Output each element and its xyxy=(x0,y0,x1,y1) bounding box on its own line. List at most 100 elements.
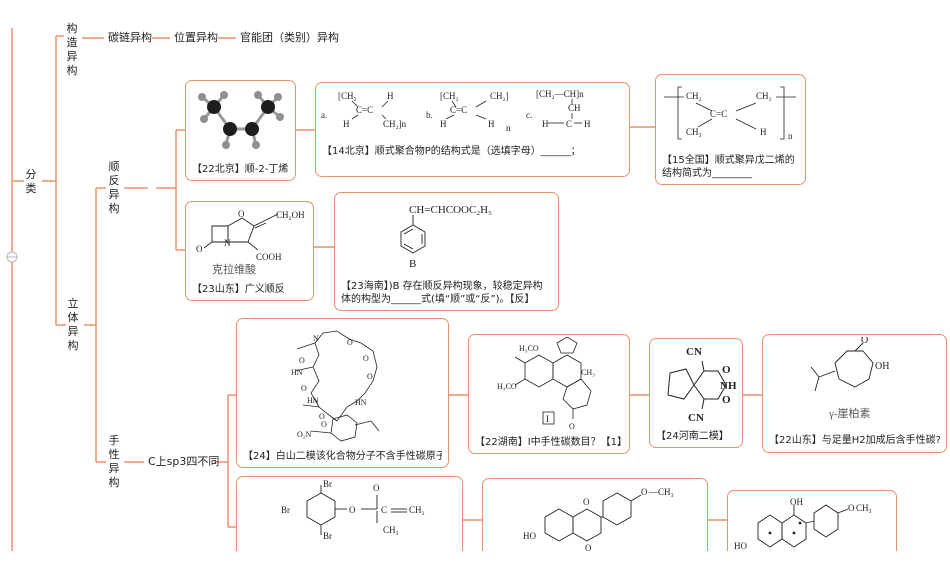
svg-text:O: O xyxy=(367,372,373,381)
card-spiro-dicyano[interactable]: CN CN O O NH 【24河南二模】 xyxy=(649,338,743,448)
svg-text:H: H xyxy=(584,119,591,129)
node-position-isomerism[interactable]: 位置异构 xyxy=(174,31,218,44)
svg-text:CH₂: CH₂ xyxy=(756,91,772,101)
thujaplicin-structure: O OH xyxy=(810,337,889,392)
svg-text:HN: HN xyxy=(291,368,303,377)
svg-text:n: n xyxy=(506,123,511,133)
svg-text:O: O xyxy=(722,394,731,406)
svg-text:O₂N: O₂N xyxy=(297,430,312,439)
node-constitutional-isomerism[interactable]: 构造异构 xyxy=(66,22,78,77)
svg-text:O: O xyxy=(585,543,592,551)
card-cis-polyisoprene[interactable]: CH₂ CH₂ C=C CH₃ H n 【15全国】顺式聚异戊二烯的结构简式为_… xyxy=(655,74,806,185)
svg-text:H: H xyxy=(440,119,447,129)
svg-text:O: O xyxy=(363,354,369,363)
svg-text:H: H xyxy=(542,119,549,129)
svg-text:H: H xyxy=(343,119,350,129)
svg-text:CH: CH xyxy=(568,103,581,113)
node-chiral-isomerism[interactable]: 手性异构 xyxy=(108,434,120,489)
svg-text:H: H xyxy=(760,127,767,137)
svg-text:HO: HO xyxy=(734,541,747,551)
svg-text:O: O xyxy=(641,487,648,497)
benzene-ring xyxy=(400,215,426,254)
svg-text:CH₃: CH₃ xyxy=(383,525,399,535)
svg-text:O: O xyxy=(722,364,731,376)
compound-tag-b: B xyxy=(409,258,417,270)
card-caption: 【23海南】)B 存在顺反异构现象，较稳定异构体的构型为______式(填“顺”… xyxy=(341,281,543,305)
node-cis-trans-isomerism[interactable]: 顺反异构 xyxy=(108,160,120,215)
svg-text:N: N xyxy=(224,238,231,248)
svg-text:O: O xyxy=(583,497,590,507)
svg-text:[CH₂—CH]n: [CH₂—CH]n xyxy=(536,89,584,99)
svg-text:O: O xyxy=(373,483,380,493)
svg-text:C: C xyxy=(566,119,572,129)
cis-2-butene-model xyxy=(198,91,284,149)
card-caption: 【15全国】顺式聚异戊二烯的结构简式为________ xyxy=(662,155,795,179)
svg-text:HN: HN xyxy=(307,396,319,405)
molecule-name-thujaplicin: γ-崖柏素 xyxy=(829,408,871,420)
svg-text:NH: NH xyxy=(720,380,737,392)
svg-text:Br: Br xyxy=(281,505,290,515)
svg-text:HO: HO xyxy=(523,531,536,541)
svg-text:H: H xyxy=(387,91,394,101)
svg-text:[CH₂: [CH₂ xyxy=(440,91,459,101)
svg-text:CN: CN xyxy=(688,412,704,424)
svg-text:CN: CN xyxy=(686,346,702,358)
svg-text:[CH₂: [CH₂ xyxy=(338,91,357,101)
card-caption: 【24河南二模】 xyxy=(656,431,729,442)
svg-text:O: O xyxy=(861,337,868,346)
node-chiral-rule[interactable]: C上sp3四不同 xyxy=(148,455,220,468)
svg-text:O: O xyxy=(238,209,245,219)
card-caption: 【22北京】顺-2-丁烯 xyxy=(192,164,289,175)
svg-text:N: N xyxy=(313,334,319,343)
option-b-label: b. xyxy=(426,110,433,120)
svg-text:O: O xyxy=(299,356,305,365)
card-thujaplicin[interactable]: O OH γ-崖柏素 【22山东】与足量H2加成后含手性碳? xyxy=(762,334,947,453)
card-hainan-cinnamate[interactable]: CH=CHCOOC₂H₅ B 【23海南】)B 存在顺反异构现象，较稳定异构体的… xyxy=(334,192,559,311)
svg-text:CH₂OH: CH₂OH xyxy=(276,210,305,220)
card-cis-polymer-p[interactable]: a. b. c. [CH₂ H C=C H CH₂]n [CH₂ CH₂] C=… xyxy=(315,82,630,177)
svg-text:O: O xyxy=(196,244,203,254)
svg-text:CH₃: CH₃ xyxy=(686,127,702,137)
svg-text:OH: OH xyxy=(790,497,803,507)
compound-i-tag: I xyxy=(546,414,549,424)
svg-text:CH₂: CH₂ xyxy=(686,91,702,101)
svg-text:OH: OH xyxy=(875,361,889,372)
clavulanic-acid-structure: O O N CH₂OH COOH xyxy=(196,209,305,262)
card-caption: 【22湖南】I中手性碳数目？【1】 xyxy=(475,437,623,448)
card-clavulanic-acid[interactable]: O O N CH₂OH COOH 克拉维酸 【23山东】广义顺反 xyxy=(185,201,314,301)
root-label-classification[interactable]: 分类 xyxy=(25,168,37,195)
polyisoprene-structure: CH₂ CH₂ C=C CH₃ H n xyxy=(664,86,796,141)
svg-text:CH₃: CH₃ xyxy=(581,368,595,377)
svg-text:CH₂]n: CH₂]n xyxy=(383,119,407,129)
svg-text:O: O xyxy=(349,505,356,515)
svg-text:CH₂: CH₂ xyxy=(409,505,425,515)
svg-text:O: O xyxy=(301,384,307,393)
svg-text:O: O xyxy=(848,503,855,513)
option-c-label: c. xyxy=(526,110,532,120)
node-functional-group-isomerism[interactable]: 官能团（类别）异构 xyxy=(240,31,339,44)
option-a-label: a. xyxy=(321,110,327,120)
svg-text:C=C: C=C xyxy=(450,105,467,115)
svg-text:C=C: C=C xyxy=(710,109,727,119)
svg-text:O: O xyxy=(321,420,327,429)
svg-text:C: C xyxy=(381,505,387,515)
card-caption: 【14北京】顺式聚合物P的结构式是（选填字母）______； xyxy=(322,146,581,157)
card-caption: 【22山东】与足量H2加成后含手性碳? xyxy=(769,435,940,446)
card-cis-2-butene[interactable]: 【22北京】顺-2-丁烯 xyxy=(185,80,296,181)
svg-text:Br: Br xyxy=(323,479,332,489)
node-carbon-chain-isomerism[interactable]: 碳链异构 xyxy=(108,31,152,44)
polymer-options-structures: a. b. c. [CH₂ H C=C H CH₂]n [CH₂ CH₂] C=… xyxy=(321,89,591,133)
svg-text:n: n xyxy=(788,131,793,141)
svg-text:C=C: C=C xyxy=(356,105,373,115)
svg-text:CH₃: CH₃ xyxy=(856,503,872,513)
node-stereoisomerism[interactable]: 立体异构 xyxy=(67,297,79,352)
card-caption: 【23山东】广义顺反 xyxy=(192,284,285,295)
